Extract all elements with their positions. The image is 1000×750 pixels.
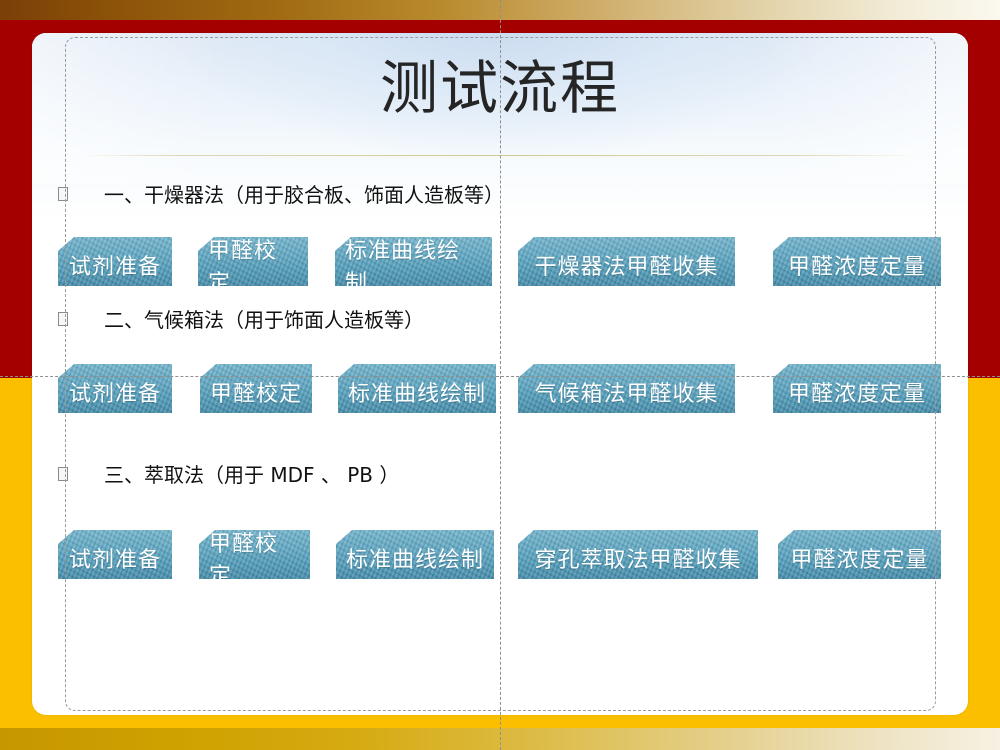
bullet-square-icon <box>58 312 68 326</box>
step-box-3-5[interactable]: 甲醛浓度定量 <box>778 530 941 579</box>
section-heading-1-label: 一、干燥器法（用于胶合板、饰面人造板等） <box>104 183 504 207</box>
step-box-3-2[interactable]: 甲醛校定 <box>199 530 310 579</box>
step-box-2-4[interactable]: 气候箱法甲醛收集 <box>518 364 735 413</box>
section-heading-3: 三、萃取法（用于 MDF 、 PB ） <box>58 462 399 488</box>
step-box-3-4[interactable]: 穿孔萃取法甲醛收集 <box>518 530 758 579</box>
bullet-square-icon <box>58 467 68 481</box>
step-box-2-3[interactable]: 标准曲线绘制 <box>338 364 496 413</box>
section-heading-3-label: 三、萃取法（用于 MDF 、 PB ） <box>104 463 400 487</box>
step-box-2-1[interactable]: 试剂准备 <box>58 364 172 413</box>
step-box-1-5[interactable]: 甲醛浓度定量 <box>773 237 941 286</box>
step-box-3-1[interactable]: 试剂准备 <box>58 530 172 579</box>
step-box-1-3[interactable]: 标准曲线绘制 <box>335 237 492 286</box>
bullet-square-icon <box>58 187 68 201</box>
step-box-3-3[interactable]: 标准曲线绘制 <box>336 530 494 579</box>
page-title: 测试流程 <box>379 54 620 122</box>
step-box-2-5[interactable]: 甲醛浓度定量 <box>773 364 941 413</box>
frame-bottom-gradient-strip <box>0 728 1000 750</box>
section-heading-1: 一、干燥器法（用于胶合板、饰面人造板等） <box>58 182 504 208</box>
step-box-1-1[interactable]: 试剂准备 <box>58 237 172 286</box>
section-heading-2-label: 二、气候箱法（用于饰面人造板等） <box>104 308 424 332</box>
frame-top-gradient-strip <box>0 0 1000 20</box>
title-divider-rule <box>72 155 928 156</box>
step-box-1-2[interactable]: 甲醛校定 <box>198 237 308 286</box>
step-box-2-2[interactable]: 甲醛校定 <box>200 364 312 413</box>
step-box-1-4[interactable]: 干燥器法甲醛收集 <box>518 237 735 286</box>
section-heading-2: 二、气候箱法（用于饰面人造板等） <box>58 307 424 333</box>
